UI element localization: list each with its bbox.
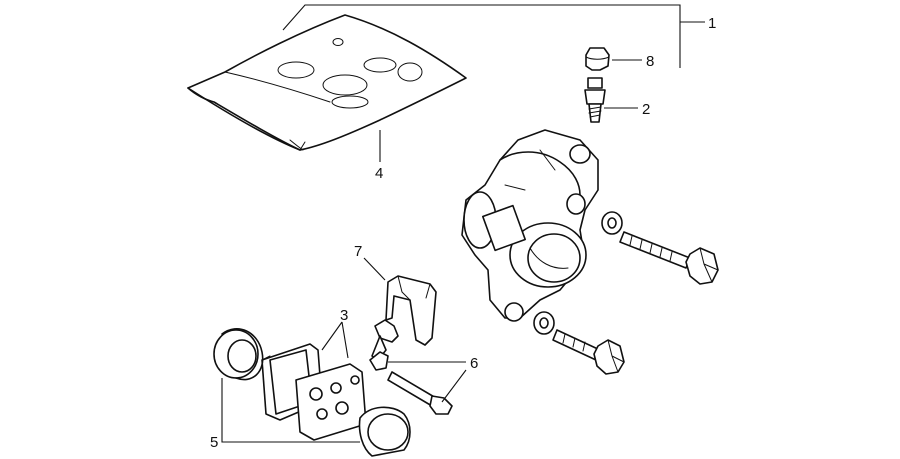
part-3-brake-pads bbox=[261, 343, 367, 441]
callout-7: 7 bbox=[354, 243, 362, 260]
callout-labels: 1 8 2 4 7 3 6 5 bbox=[210, 15, 716, 451]
part-8-bleeder-cap bbox=[585, 47, 610, 71]
part-2-bleeder-screw bbox=[584, 77, 606, 123]
part-5-pistons bbox=[213, 328, 411, 457]
part-4-seal-kit-bag bbox=[187, 14, 467, 151]
callout-5: 5 bbox=[210, 434, 218, 451]
callout-3: 3 bbox=[340, 307, 348, 324]
callout-4: 4 bbox=[375, 165, 383, 182]
callout-8: 8 bbox=[646, 53, 654, 70]
callout-6: 6 bbox=[470, 355, 478, 372]
part-7-pad-spring bbox=[385, 275, 437, 346]
callout-1: 1 bbox=[708, 15, 716, 32]
lower-bolt-with-washer bbox=[533, 311, 625, 375]
leader-lines bbox=[221, 4, 705, 443]
callout-2: 2 bbox=[642, 101, 650, 118]
part-6-pad-pins bbox=[369, 319, 453, 415]
caliper-body bbox=[461, 129, 599, 322]
upper-bolt-with-washer bbox=[601, 211, 719, 285]
